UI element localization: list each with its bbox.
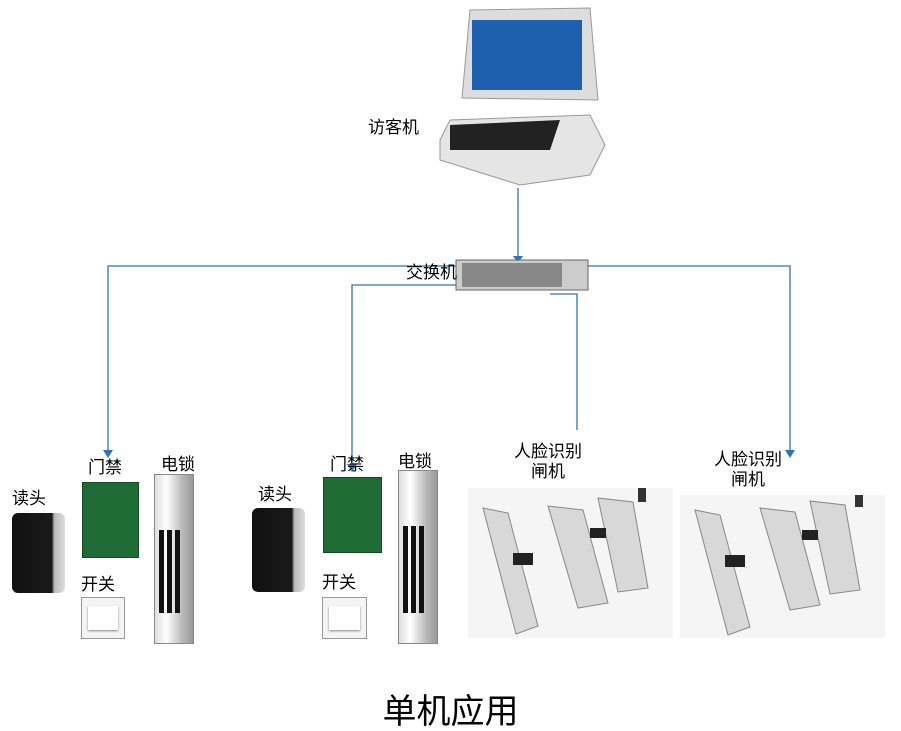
- face-recognition-gate-image: [468, 488, 673, 638]
- line-switch-door1: [107, 265, 456, 452]
- exit-button-image: [81, 597, 125, 639]
- lock-label-2: 电锁: [398, 452, 432, 472]
- diagram-title: 单机应用: [382, 692, 519, 731]
- gate-label-line1: 人脸识别: [714, 450, 782, 470]
- line-switch-gate2: [588, 265, 791, 452]
- lock-label-1: 电锁: [161, 455, 195, 475]
- access-controller-image: [82, 482, 139, 558]
- visitor-kiosk-image: [439, 7, 606, 186]
- card-reader-image: [252, 508, 305, 592]
- gate-label-line1: 人脸识别: [514, 442, 582, 462]
- electric-lock-image: [398, 470, 438, 644]
- exit-button-image: [322, 597, 367, 639]
- access-controller-image: [323, 477, 382, 553]
- arrow-icon: [103, 450, 113, 458]
- button-label-1: 开关: [81, 575, 115, 595]
- switch-label: 交换机: [406, 263, 457, 283]
- arrow-icon: [785, 450, 795, 458]
- gate-label-line2: 闸机: [531, 462, 565, 482]
- line-switch-door2: [351, 284, 456, 466]
- card-reader-image: [12, 513, 65, 593]
- kiosk-label: 访客机: [368, 118, 419, 138]
- arrow-icon: [347, 464, 357, 472]
- line-switch-gate1: [550, 293, 578, 430]
- gate-label-2: 人脸识别闸机: [708, 450, 788, 490]
- button-label-2: 开关: [322, 573, 356, 593]
- gate-label-1: 人脸识别闸机: [508, 442, 588, 482]
- reader-label-1: 读头: [12, 489, 46, 509]
- reader-label-2: 读头: [258, 485, 292, 505]
- network-switch-image: [455, 259, 589, 291]
- controller-label-2: 门禁: [330, 455, 364, 475]
- gate-label-line2: 闸机: [731, 470, 765, 490]
- controller-label-1: 门禁: [88, 458, 122, 478]
- face-recognition-gate-image: [680, 495, 885, 638]
- electric-lock-image: [154, 474, 194, 644]
